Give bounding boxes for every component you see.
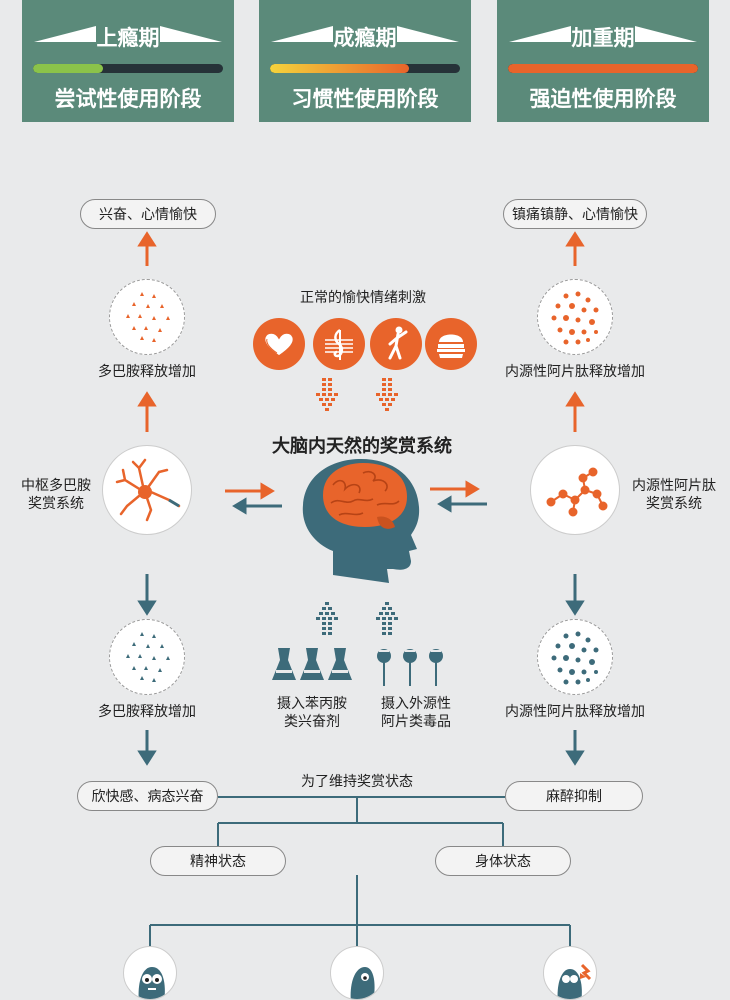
stage-title: 成瘾期 [333, 26, 397, 50]
stage-title: 上瘾期 [96, 26, 160, 50]
triangle-dots-icon [126, 292, 170, 342]
drug-left-text: 摄入苯丙胺 类兴奋剂 [277, 696, 347, 731]
stage-progress-bar [508, 64, 698, 73]
dopamine-release-circle [109, 279, 185, 355]
arrow-left-icon [437, 495, 487, 513]
stage-subtitle: 尝试性使用阶段 [54, 87, 202, 111]
mental-state-pill: 精神状态 [150, 846, 286, 876]
right-bottom-effect: 麻醉抑制 [505, 781, 643, 811]
heart-icon [253, 318, 305, 370]
wedge-right-decoration [160, 26, 222, 42]
left-top-effect: 兴奋、心情愉快 [80, 199, 216, 229]
arrow-down-icon [137, 574, 157, 616]
stage-card-2: 成瘾期 习惯性使用阶段 [259, 0, 471, 122]
left-system-label: 中枢多巴胺 奖赏系统 [16, 477, 96, 513]
drug-right-text: 摄入外源性 阿片类毒品 [381, 696, 451, 731]
wedge-right-decoration [397, 26, 459, 42]
arrow-right-icon [430, 480, 480, 498]
dots-cluster-icon [551, 631, 599, 685]
wedge-left-decoration [271, 26, 333, 42]
arrow-down-icon [137, 730, 157, 766]
neuron-icon [115, 458, 181, 522]
arrow-down-icon [565, 574, 585, 616]
arrow-down-icon [565, 730, 585, 766]
stage-card-1: 上瘾期 尝试性使用阶段 [22, 0, 234, 122]
avatar-physical [543, 946, 597, 1000]
stimulus-label: 正常的愉快情绪刺激 [300, 290, 426, 306]
arrow-up-icon [565, 231, 585, 266]
left-bottom-effect: 欣快感、病态兴奋 [77, 781, 218, 811]
stage-card-3: 加重期 强迫性使用阶段 [497, 0, 709, 122]
right-upper-release: 内源性阿片肽释放增加 [505, 364, 645, 380]
dotted-up-arrows-icon [316, 602, 398, 635]
center-title: 大脑内天然的奖赏系统 [272, 436, 452, 457]
flask-icon [272, 648, 352, 680]
left-upper-release: 多巴胺释放增加 [98, 364, 196, 380]
arrow-up-icon [137, 391, 157, 432]
dopamine-release-circle-lower [109, 619, 185, 695]
system-label-text: 中枢多巴胺 奖赏系统 [21, 478, 91, 513]
arrow-right-icon [225, 482, 275, 500]
stage-progress-bar [33, 64, 223, 73]
poppy-icon [377, 649, 443, 686]
system-label-text: 内源性阿片肽 奖赏系统 [632, 478, 716, 513]
wedge-left-decoration [509, 26, 571, 42]
stage-progress-fill [33, 64, 104, 73]
stage-title: 加重期 [571, 26, 635, 50]
drug-right-label: 摄入外源性 阿片类毒品 [366, 695, 466, 731]
wedge-right-decoration [635, 26, 697, 42]
character-icon [340, 967, 375, 999]
arrow-up-icon [137, 231, 157, 266]
opioid-system-circle [530, 445, 620, 535]
stage-subtitle: 强迫性使用阶段 [529, 87, 677, 111]
dopamine-system-circle [102, 445, 192, 535]
right-lower-release: 内源性阿片肽释放增加 [505, 704, 645, 720]
stage-progress-fill [508, 64, 698, 73]
opioid-release-circle-lower [537, 619, 613, 695]
opioid-release-circle [537, 279, 613, 355]
burger-icon [425, 318, 477, 370]
stage-progress-bar [270, 64, 460, 73]
music-note-icon [313, 318, 365, 370]
tree-root-label: 为了维持奖赏状态 [301, 774, 413, 790]
stage-progress-fill [270, 64, 409, 73]
dotted-down-arrows-icon [316, 378, 398, 411]
arrow-up-icon [565, 391, 585, 432]
right-system-label: 内源性阿片肽 奖赏系统 [624, 477, 724, 513]
triangle-dots-icon [126, 632, 170, 682]
character-icon [138, 967, 165, 999]
right-top-effect: 镇痛镇静、心情愉快 [503, 199, 647, 229]
left-lower-release: 多巴胺释放增加 [98, 704, 196, 720]
avatar-middle [330, 946, 384, 1000]
dots-cluster-icon [551, 291, 599, 345]
stage-subtitle: 习惯性使用阶段 [291, 87, 439, 111]
dancer-icon [370, 318, 422, 370]
arrow-left-icon [232, 497, 282, 515]
drug-left-label: 摄入苯丙胺 类兴奋剂 [262, 695, 362, 731]
avatar-mental [123, 946, 177, 1000]
molecule-icon [546, 467, 608, 517]
wedge-left-decoration [34, 26, 96, 42]
physical-state-pill: 身体状态 [435, 846, 571, 876]
head-brain-icon [302, 459, 420, 583]
character-icon [557, 963, 592, 999]
